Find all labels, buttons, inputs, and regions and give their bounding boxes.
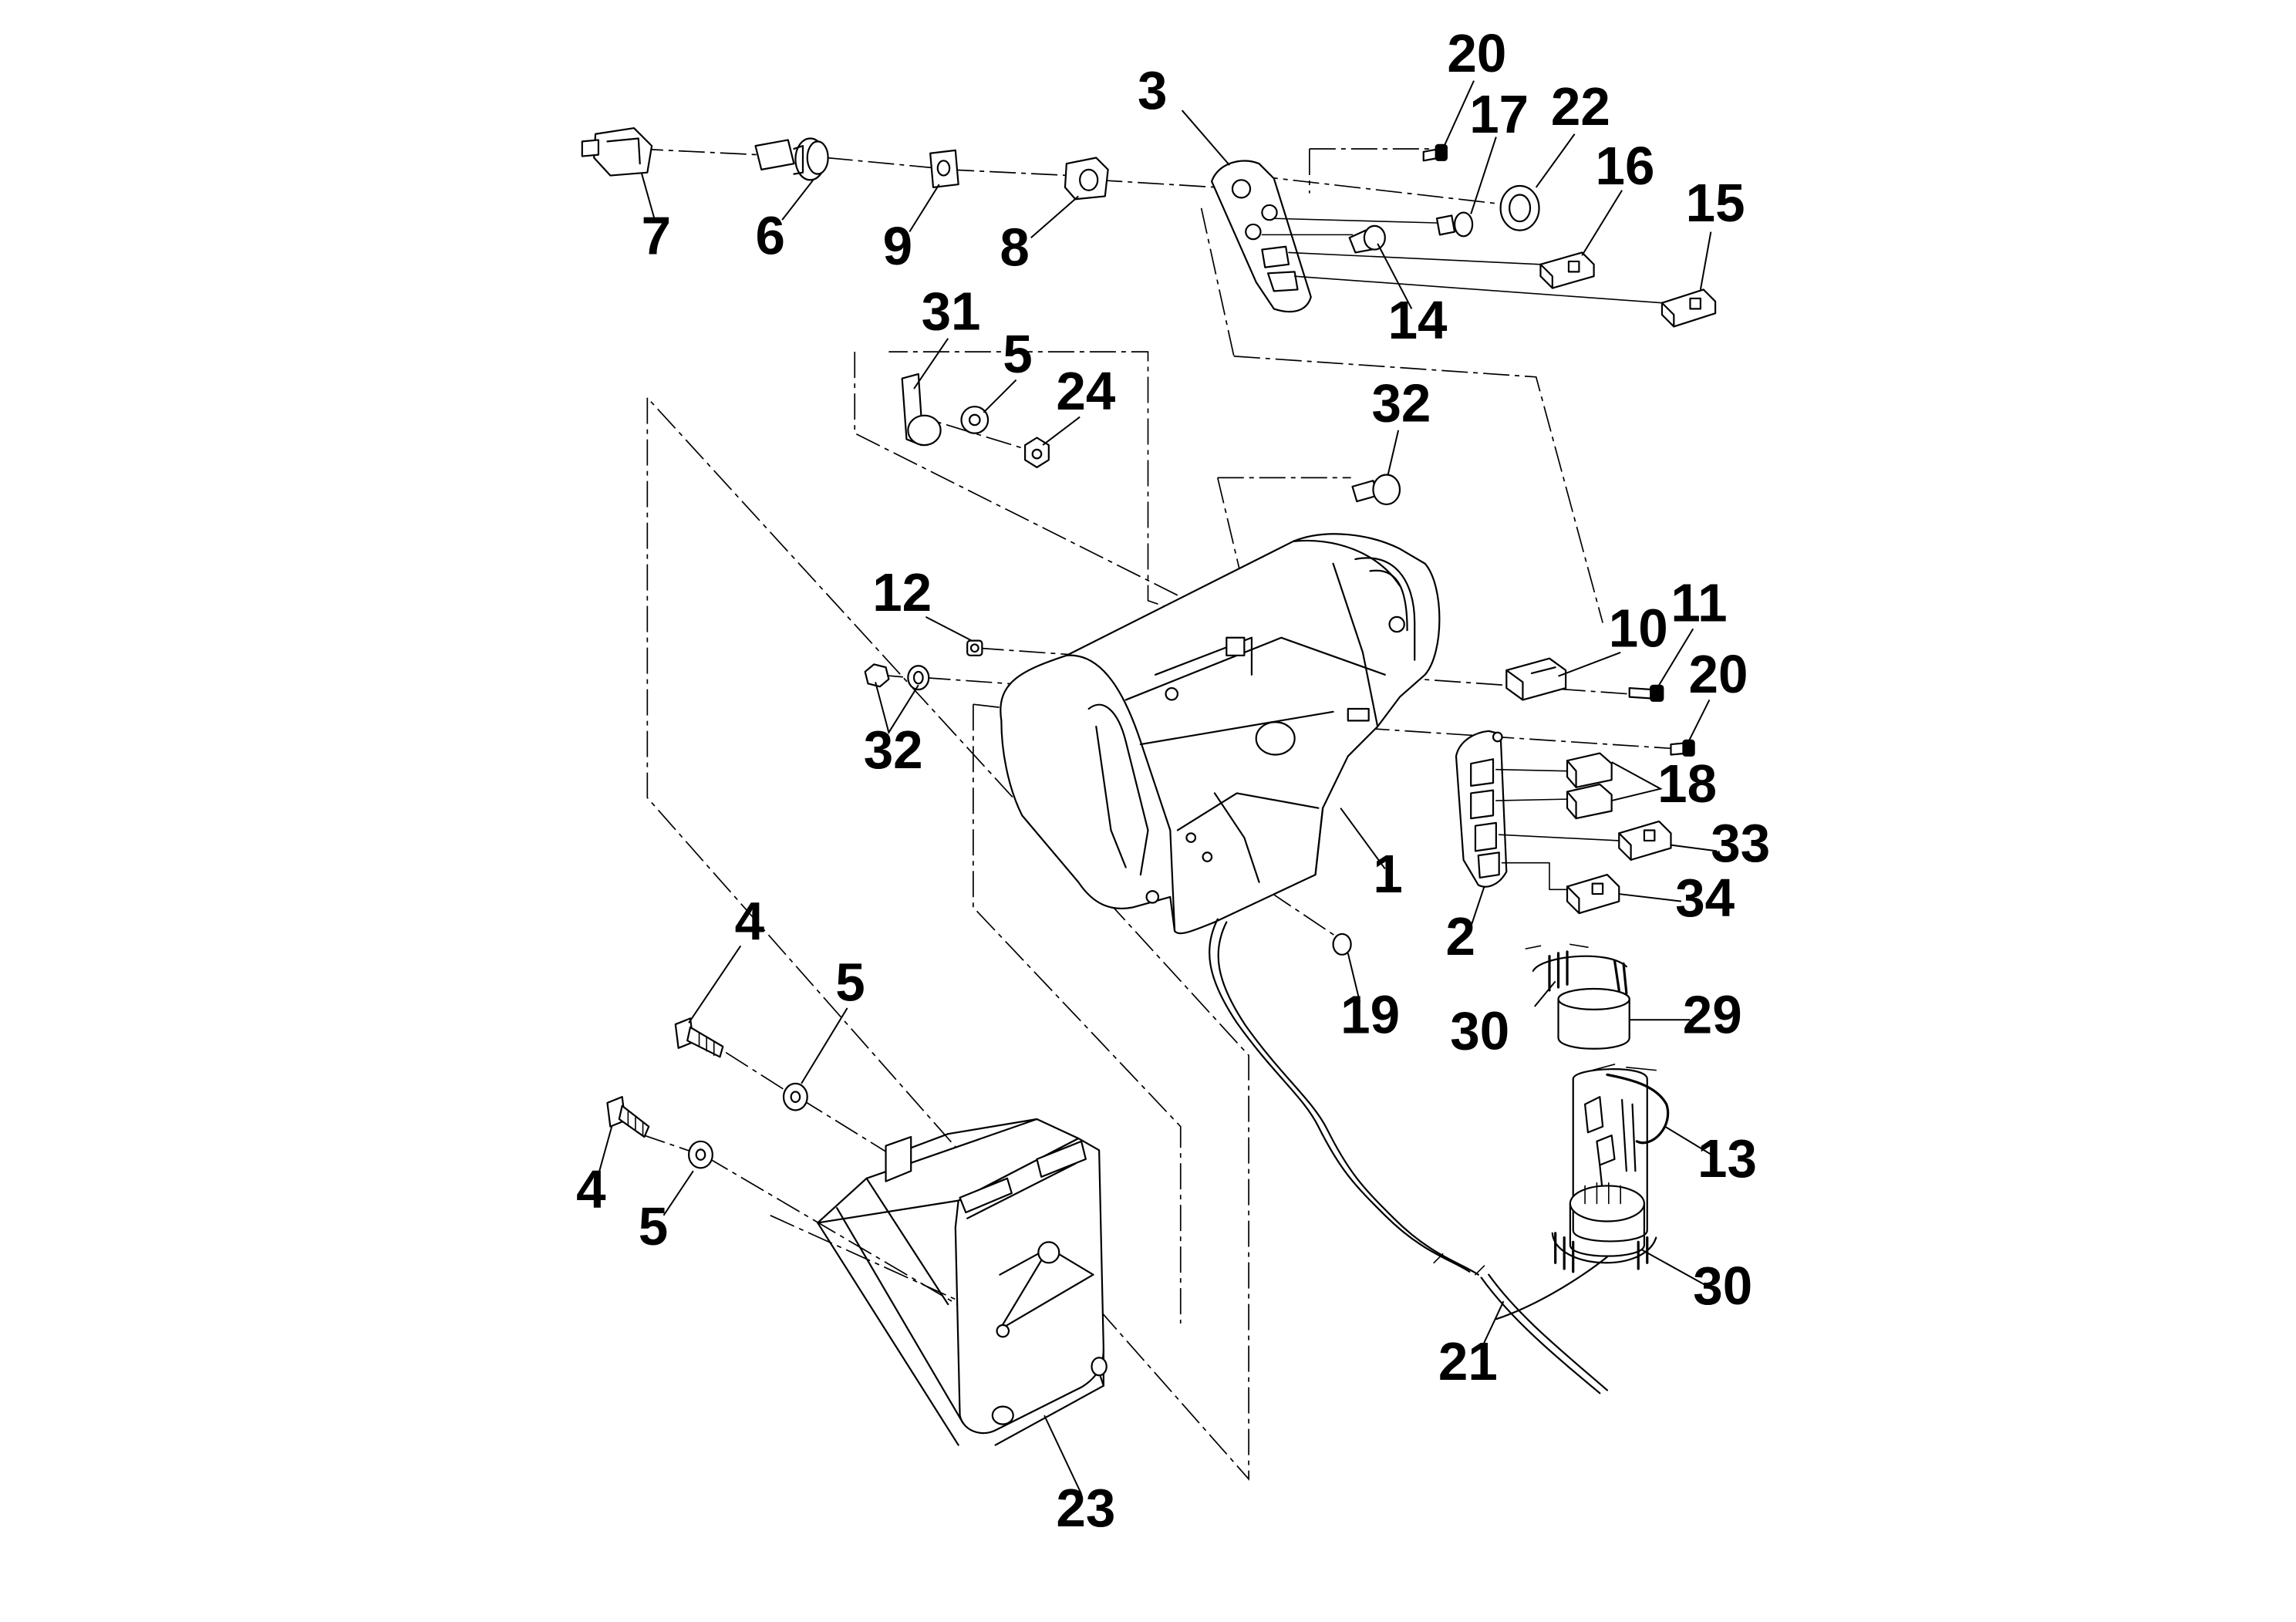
washer-part-5-upper: [961, 406, 988, 433]
plate-part-9: [930, 150, 958, 187]
switch-part-15: [1662, 289, 1715, 326]
washer-part-5-mid: [784, 1084, 807, 1111]
label-part-24: 24: [1056, 361, 1115, 421]
switch-part-16: [1540, 252, 1593, 288]
nut-washer-part-32-left: [865, 664, 929, 690]
bolt-part-4-lower: [607, 1097, 649, 1137]
hose-clamp-part-30-lower: [1553, 1233, 1656, 1272]
bolt-part-4-upper: [676, 1018, 723, 1057]
label-part-20-side: 20: [1689, 644, 1748, 704]
label-part-31: 31: [922, 281, 981, 341]
label-part-32-left: 32: [864, 720, 923, 780]
switch-part-33: [1619, 821, 1671, 860]
label-part-9: 9: [883, 216, 912, 276]
label-part-30-upper: 30: [1450, 1001, 1509, 1061]
switch-part-18-lower: [1567, 784, 1612, 818]
connector-body-part-13: [1570, 1064, 1668, 1256]
label-part-7: 7: [642, 205, 671, 265]
label-part-17: 17: [1469, 84, 1529, 144]
label-part-21: 21: [1438, 1331, 1498, 1391]
main-housing-part-1: [1000, 534, 1439, 933]
plug-part-19: [1333, 934, 1351, 955]
label-part-33: 33: [1711, 813, 1770, 873]
label-part-4-lower: 4: [576, 1159, 606, 1219]
label-part-8: 8: [1000, 218, 1029, 278]
cable-part-21: [1209, 919, 1607, 1394]
label-part-5-lower: 5: [639, 1196, 668, 1256]
label-part-29: 29: [1683, 985, 1742, 1045]
label-part-23: 23: [1056, 1478, 1115, 1538]
switch-part-6: [756, 139, 828, 180]
label-part-11: 11: [1671, 573, 1727, 633]
label-part-30-lower: 30: [1693, 1256, 1752, 1316]
switch-part-18-upper: [1567, 754, 1612, 787]
label-part-5-upper: 5: [1003, 324, 1032, 384]
label-part-4-upper: 4: [735, 892, 765, 952]
label-part-19: 19: [1340, 985, 1400, 1045]
label-part-20-top: 20: [1447, 23, 1506, 83]
label-part-10: 10: [1609, 598, 1668, 658]
nut-part-12: [967, 641, 982, 656]
label-part-2: 2: [1446, 906, 1475, 966]
label-part-14: 14: [1388, 290, 1448, 350]
bracket-part-31: [902, 374, 941, 445]
fastener-part-17: [1437, 213, 1472, 237]
grommet-part-10: [1506, 659, 1566, 700]
nut-part-24: [1025, 437, 1049, 467]
cap-part-7: [582, 128, 652, 175]
label-part-5-mid: 5: [835, 952, 865, 1012]
label-part-6: 6: [756, 205, 785, 265]
label-part-32-top: 32: [1371, 373, 1431, 433]
label-part-3: 3: [1138, 60, 1167, 120]
label-part-18: 18: [1657, 754, 1717, 814]
lower-housing-part-23: [818, 1119, 1107, 1445]
label-part-34: 34: [1675, 868, 1735, 928]
grommet-part-8: [1065, 157, 1108, 199]
screw-part-11: [1630, 685, 1664, 701]
label-part-16: 16: [1596, 136, 1655, 196]
screw-part-20-top: [1424, 144, 1448, 160]
cap-part-29: [1559, 989, 1630, 1049]
switch-part-34: [1567, 875, 1619, 913]
switch-plate-part-2: [1456, 731, 1619, 890]
label-part-15: 15: [1686, 173, 1745, 233]
washer-part-5-lower: [689, 1141, 713, 1168]
bracket-part-3: [1212, 160, 1662, 312]
callout-labels: 7 6 9 8 3 20 17 22 16 15 14 31 5 24 32 1…: [576, 23, 1770, 1538]
label-part-1: 1: [1373, 844, 1402, 904]
indicator-part-14: [1350, 226, 1385, 253]
label-part-22: 22: [1551, 76, 1610, 137]
label-part-13: 13: [1698, 1128, 1757, 1189]
hose-clamp-part-30-upper: [1526, 944, 1627, 993]
leader-lines: [597, 81, 1717, 1494]
ring-part-22: [1501, 186, 1539, 231]
knob-part-32-top: [1353, 475, 1400, 504]
label-part-12: 12: [872, 562, 932, 622]
